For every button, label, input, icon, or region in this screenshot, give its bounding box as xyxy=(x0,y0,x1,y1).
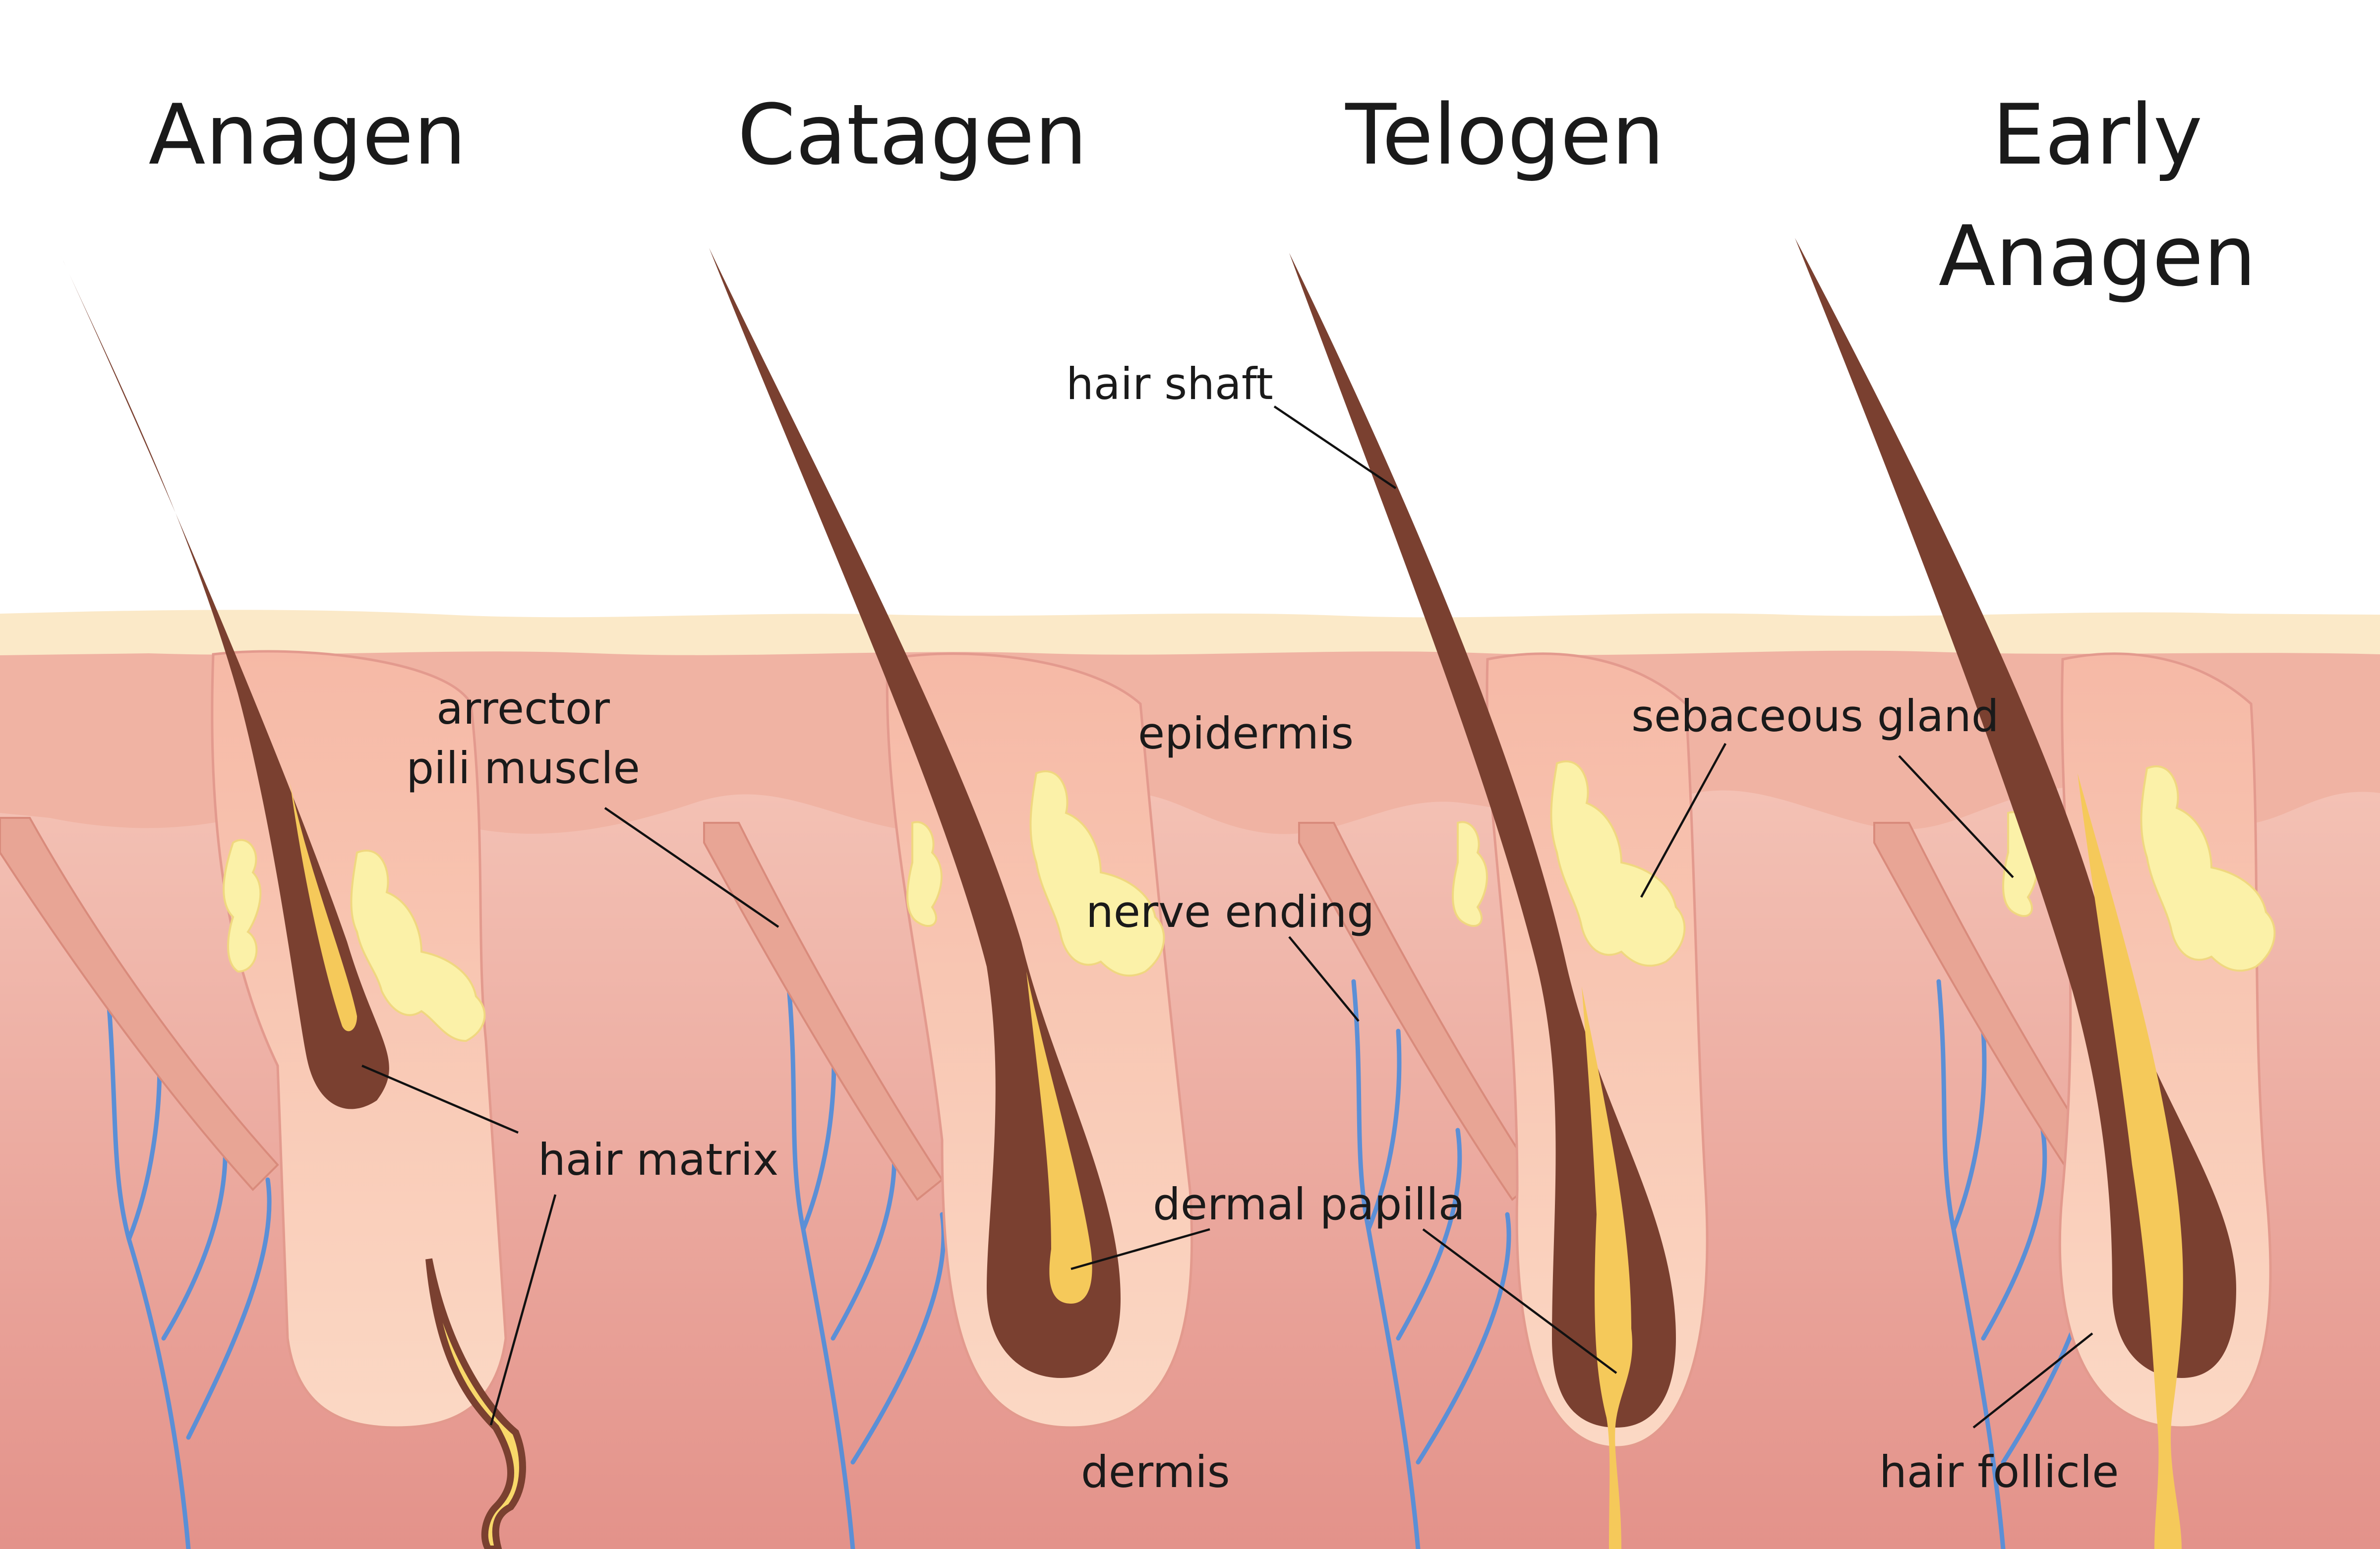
label-epidermis: epidermis xyxy=(1138,708,1354,759)
stage-title-early-anagen-line2: Anagen xyxy=(1939,208,2257,305)
stage-title-early-anagen-line1: Early xyxy=(1992,86,2202,183)
sebaceous-gland-anagen-small xyxy=(224,840,260,972)
label-arrector-pili-line1: arrector xyxy=(436,683,610,734)
stage-title-catagen: Catagen xyxy=(737,86,1087,183)
label-dermis: dermis xyxy=(1081,1446,1230,1497)
stage-title-telogen: Telogen xyxy=(1345,86,1664,183)
label-dermal-papilla: dermal papilla xyxy=(1153,1179,1465,1230)
label-hair-follicle: hair follicle xyxy=(1879,1446,2119,1497)
skin-surface-layer xyxy=(0,610,2380,655)
label-arrector-pili-line2: pili muscle xyxy=(406,743,640,794)
label-hair-matrix: hair matrix xyxy=(538,1134,778,1185)
stage-title-anagen: Anagen xyxy=(149,86,467,183)
label-nerve-ending: nerve ending xyxy=(1086,886,1374,937)
stage-titles: Anagen Catagen Telogen Early Anagen xyxy=(149,86,2257,305)
label-hair-shaft: hair shaft xyxy=(1066,358,1273,409)
label-sebaceous-gland: sebaceous gland xyxy=(1631,690,1999,742)
